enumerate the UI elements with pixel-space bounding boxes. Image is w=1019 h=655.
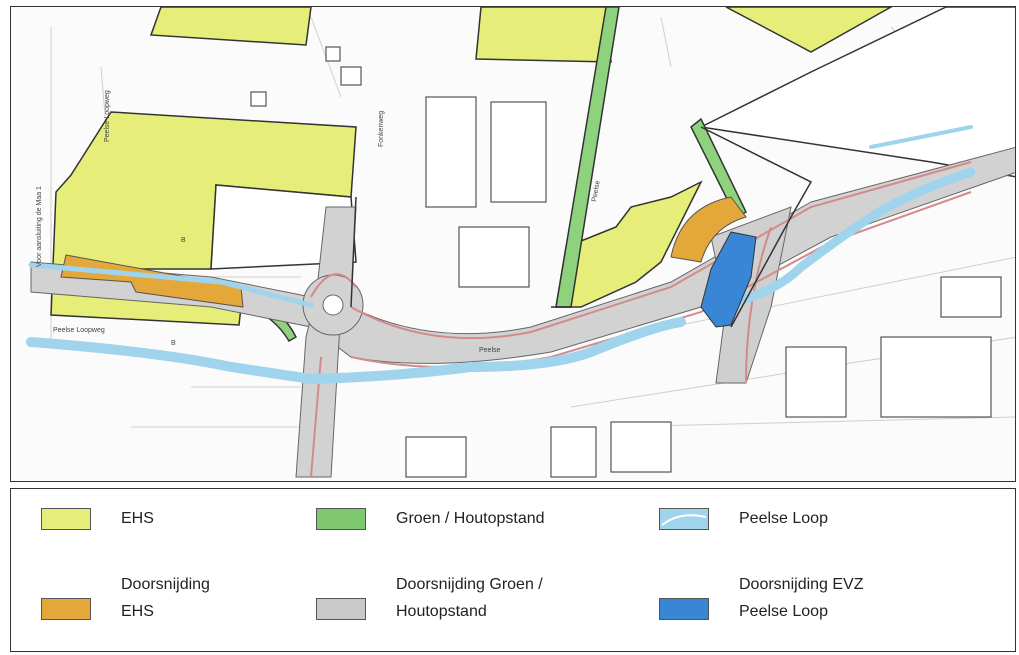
doorsnijding-groen-swatch-icon <box>316 598 366 620</box>
ehs-area-top-left <box>149 7 312 46</box>
main-road <box>30 147 1015 364</box>
legend-item-ehs: EHS <box>41 505 154 532</box>
building-11 <box>250 91 267 107</box>
peelse-loop-swatch-icon <box>659 507 709 530</box>
map-label-vertical: Voor aansluiting de Maa 1 <box>36 186 43 267</box>
legend-label-ehs: EHS <box>121 510 154 527</box>
roundabout-center <box>322 294 344 316</box>
ehs-swatch-icon <box>41 507 91 530</box>
parcel-white-right <box>698 7 1015 178</box>
buildings <box>250 46 1002 478</box>
building-9 <box>610 421 672 473</box>
building-1 <box>425 96 477 208</box>
doorsnijding-evz-swatch-icon <box>659 598 709 620</box>
building-10 <box>340 66 362 86</box>
legend-label-doorsnijding-ehs: Doorsnijding EHS <box>121 576 210 620</box>
site-plan-map: Voor aansluiting de Maa 1 Fonkenweg Peel… <box>26 7 1015 478</box>
building-7 <box>405 436 467 478</box>
legend-label-peelse-loop: Peelse Loop <box>739 510 828 527</box>
map-marker-b1: B <box>181 237 186 244</box>
map-label-street-left: Peelse Loopweg <box>104 90 111 142</box>
doorsnijding-ehs-center <box>670 196 747 263</box>
legend: EHS Groen / Houtopstand Peelse Loop Door… <box>10 488 1016 652</box>
boundaries <box>350 126 813 328</box>
green-swatch-icon <box>316 507 366 530</box>
map-label-street-bottom: Peelse Loopweg <box>53 327 105 334</box>
doorsnijding-evz-area <box>700 231 757 328</box>
green-strips <box>248 7 747 343</box>
doorsnijding-ehs-areas <box>60 196 747 308</box>
building-3 <box>458 226 530 288</box>
building-4 <box>785 346 847 418</box>
legend-label-groen: Groen / Houtopstand <box>396 510 545 527</box>
legend-item-groen: Groen / Houtopstand <box>316 505 545 532</box>
parcel-white-left <box>210 184 357 270</box>
legend-label-doorsnijding-groen: Doorsnijding Groen / Houtopstand <box>396 576 543 620</box>
green-strip-diagonal <box>690 117 747 219</box>
building-2 <box>490 101 547 203</box>
ehs-area-top-right <box>725 7 893 53</box>
building-5 <box>880 336 992 418</box>
map-label-street-top: Fonkenweg <box>378 111 385 147</box>
building-12 <box>325 46 341 62</box>
building-8 <box>550 426 597 478</box>
legend-item-doorsnijding-ehs: Doorsnijding EHS <box>41 571 210 625</box>
map-label-road-main: Peelse <box>479 347 501 354</box>
map-label-road-small: Peelse <box>591 180 602 202</box>
building-6 <box>940 276 1002 318</box>
map-marker-b2: B <box>171 340 176 347</box>
peelse-loop <box>26 125 976 385</box>
map-panel: Voor aansluiting de Maa 1 Fonkenweg Peel… <box>10 6 1016 482</box>
legend-label-doorsnijding-evz: Doorsnijding EVZ Peelse Loop <box>739 576 864 620</box>
legend-item-peelse-loop: Peelse Loop <box>659 505 828 532</box>
ehs-area-top-center <box>475 7 612 63</box>
doorsnijding-ehs-swatch-icon <box>41 598 91 620</box>
ehs-area-center <box>555 180 703 308</box>
legend-item-doorsnijding-evz: Doorsnijding EVZ Peelse Loop <box>659 571 864 625</box>
legend-item-doorsnijding-groen: Doorsnijding Groen / Houtopstand <box>316 571 543 625</box>
